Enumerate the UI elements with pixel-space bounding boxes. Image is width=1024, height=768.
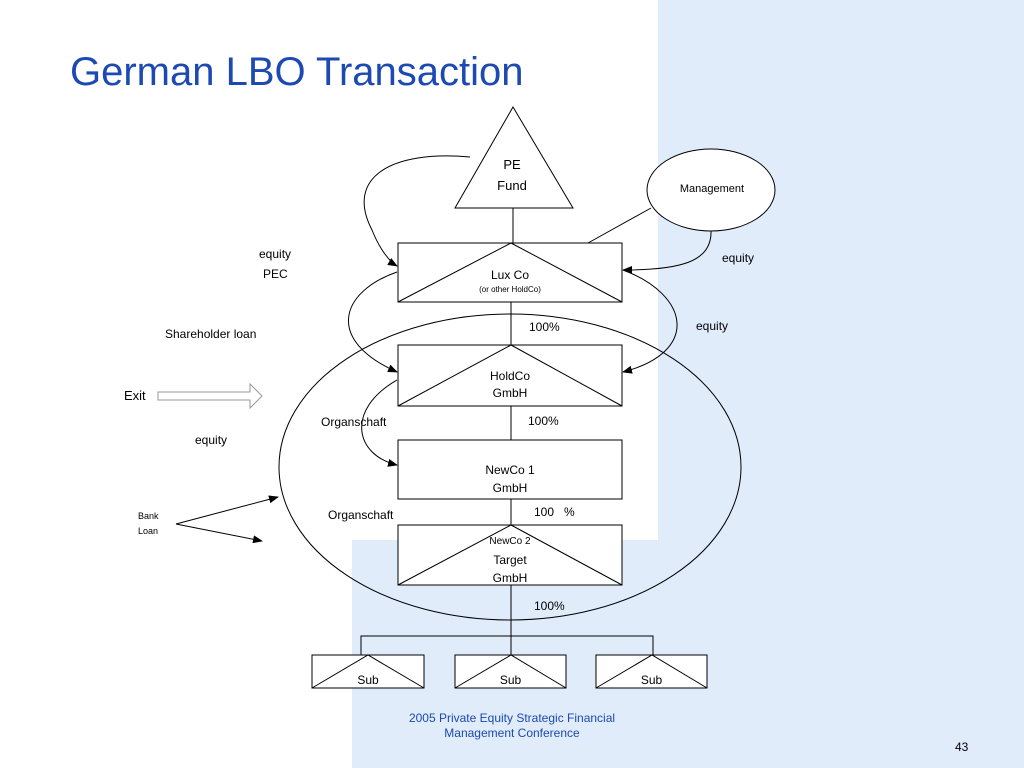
sub-label-3: Sub [640,673,663,687]
equity-pec-label-2: PEC [263,267,288,281]
lux-co-label: Lux Co [490,268,530,282]
right-equity-arrow [622,269,678,374]
slide-title: German LBO Transaction [70,50,524,94]
pe-fund-label: PE Fund [492,154,532,196]
sub-box-3 [595,654,708,689]
lux-co-sublabel: (or other HoldCo) [479,285,541,294]
footer-line1: 2005 Private Equity Strategic Financial [408,711,616,725]
pct-newco1-newco2: 100 % [534,505,575,519]
equity-management-label: equity [722,251,755,265]
organschaft-label-1: Organschaft [321,415,387,429]
newco1-label: NewCo 1 GmbH [460,461,560,497]
organschaft-label-2: Organschaft [328,508,394,522]
holdco-line1: HoldCo [489,369,531,383]
equity-left-label: equity [195,433,228,447]
equity-pec-label-1: equity [259,247,292,261]
management-label: Management [679,183,745,195]
sub-box-1 [311,654,425,689]
holdco-label: HoldCo GmbH [460,368,560,402]
footer-line2: Management Conference [444,726,580,740]
lux-co-box [397,242,623,303]
organschaft-arrow [361,379,398,467]
newco2-label: Target GmbH [460,551,560,587]
pe-fund-triangle [454,106,574,209]
newco1-box [397,439,623,500]
management-equity-arrow [622,230,712,274]
sub-box-2 [454,654,567,689]
bank-loan-arrow-up [175,495,279,525]
pe-fund-line1: PE [503,157,521,172]
pct-holdco-newco1: 100% [528,414,559,428]
equity-pec-arrow [363,155,471,267]
sub-label-1: Sub [357,673,379,687]
newco2-box [397,524,623,586]
tax-group-ellipse [278,313,742,621]
footer: 2005 Private Equity Strategic Financial … [382,711,642,741]
bank-label: Bank [138,511,159,521]
newco2-line2: Target [493,553,527,567]
holdco-line2: GmbH [492,386,528,400]
newco1-line1: NewCo 1 [485,463,535,477]
shareholder-loan-arrow [348,271,398,373]
loan-label: Loan [138,526,159,536]
newco2-line3: GmbH [492,571,528,585]
pct-newco2-subs: 100% [534,599,565,613]
shareholder-loan-label: Shareholder loan [165,327,257,341]
holdco-box [397,344,623,407]
pct-luxco-holdco: 100% [529,320,560,334]
bank-loan-arrow-down [175,523,263,544]
sub-label-2: Sub [499,673,522,687]
newco1-line2: GmbH [492,481,528,495]
newco2-line1: NewCo 2 [489,536,531,547]
background-panel-right [658,0,1024,768]
equity-right-label: equity [696,319,729,333]
exit-label: Exit [124,388,146,403]
pe-fund-line2: Fund [497,178,527,193]
exit-arrow [157,382,263,410]
page-number: 43 [955,740,969,754]
